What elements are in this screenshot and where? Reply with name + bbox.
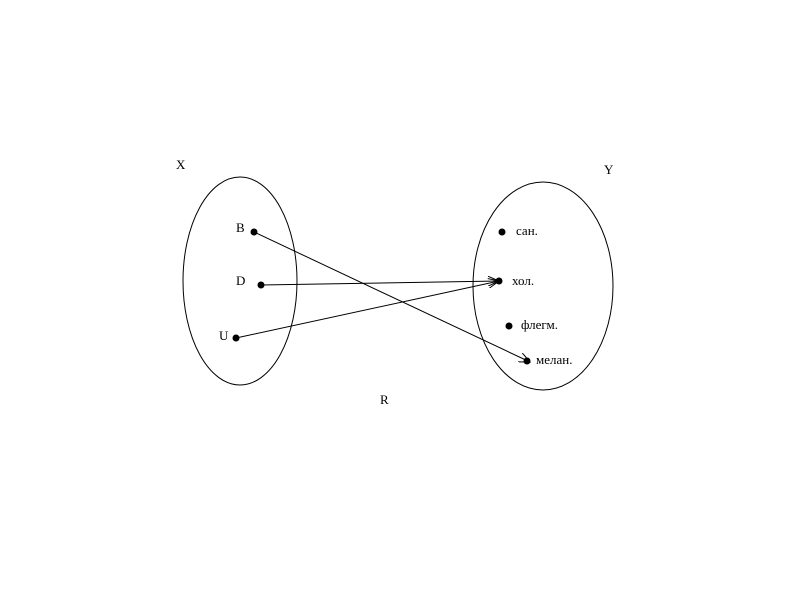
point-b — [250, 228, 258, 236]
set-y-ellipse — [472, 181, 614, 391]
point-d — [257, 281, 265, 289]
element-d-label: D — [236, 273, 245, 288]
relation-label: R — [380, 392, 389, 407]
set-x-label: X — [176, 157, 186, 172]
element-san-label: сан. — [516, 223, 538, 238]
element-flegm-label: флегм. — [521, 317, 558, 332]
set-y-label: Y — [604, 162, 614, 177]
element-u-label: U — [219, 328, 229, 343]
element-b-label: B — [236, 220, 245, 235]
element-melan-label: мелан. — [536, 352, 572, 367]
set-x-ellipse — [182, 176, 298, 386]
element-khol-label: хол. — [512, 273, 534, 288]
point-khol — [495, 277, 503, 285]
point-san — [498, 228, 506, 236]
point-flegm — [505, 322, 513, 330]
point-u — [232, 334, 240, 342]
arrow-b-to-melan — [253, 231, 530, 362]
arrow-d-to-khol — [260, 281, 499, 285]
arrow-u-to-khol — [235, 281, 499, 339]
point-melan — [523, 357, 531, 365]
